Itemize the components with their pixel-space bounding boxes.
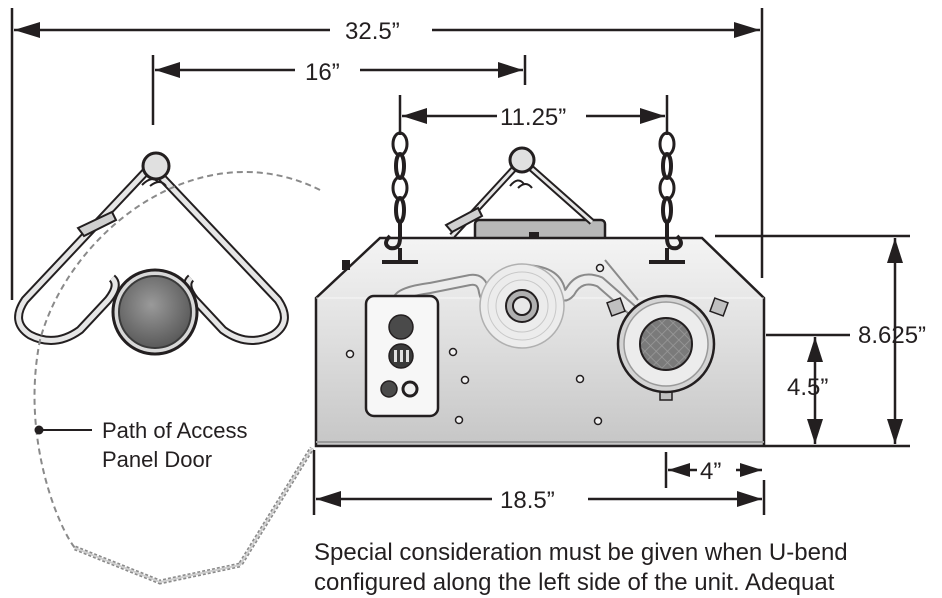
dimension-body-width (312, 450, 766, 515)
access-path-pointer (34, 425, 92, 435)
center-reel (479, 263, 565, 349)
access-path-label-line2: Panel Door (102, 447, 212, 472)
dimension-chain-spacing (398, 95, 669, 135)
installation-note-line2: configured along the left side of the un… (314, 569, 835, 596)
power-knob (388, 314, 414, 340)
overall-width-label: 32.5” (345, 18, 400, 45)
access-path-label-line1: Path of Access (102, 418, 248, 443)
overall-height-label: 8.625” (858, 322, 926, 349)
body-screws (345, 263, 605, 426)
lower-height-label: 4.5” (787, 374, 828, 401)
dimension-hanger-to-center (151, 55, 527, 125)
right-chain (649, 131, 685, 264)
fuse-holder (388, 343, 414, 369)
dimension-overall-width (10, 8, 764, 300)
left-chain (382, 131, 418, 264)
edge-offset-label: 4” (700, 458, 721, 485)
hanger-to-center-label: 16” (305, 59, 340, 86)
reset-button (401, 380, 419, 398)
installation-note: Special consideration must be given when… (314, 538, 942, 598)
dimension-overall-height (715, 234, 910, 448)
dimension-lower-height (766, 333, 850, 444)
indicator-light (380, 380, 398, 398)
control-panel (364, 294, 440, 418)
lamp-globe (606, 294, 729, 401)
dimension-edge-offset (664, 452, 762, 488)
side-view-hanger (14, 151, 289, 356)
access-door-path (33, 171, 321, 585)
center-hanger (444, 146, 595, 239)
installation-note-line1: Special consideration must be given when… (314, 539, 848, 566)
chain-spacing-label: 11.25” (500, 104, 566, 131)
body-width-label: 18.5” (500, 487, 555, 514)
